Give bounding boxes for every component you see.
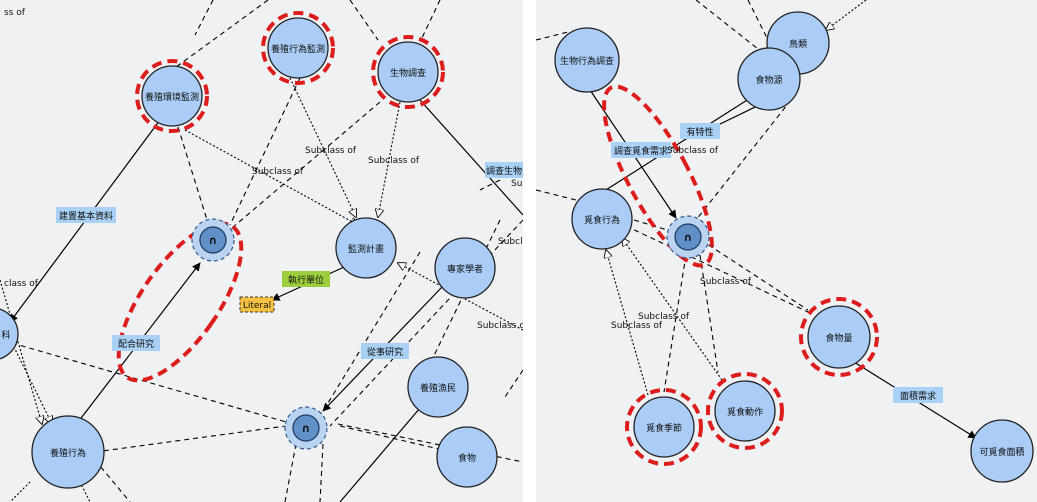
- right-subclass-labels: Subclass of Subclass of Subclass of Subc…: [611, 146, 752, 331]
- label-expert: 專家學者: [447, 263, 483, 275]
- class-node-feeding-action: [714, 380, 776, 442]
- highlight-food-amount: [799, 297, 879, 377]
- property-execution-unit: 執行單位: [288, 274, 324, 286]
- left-graph-panel[interactable]: ∩ ∩ 養殖環境監測 養殖行為監測 生物調查 監測計畫 專家學者 養殖漁民 養殖…: [0, 0, 523, 502]
- right-subclass-label-a: Subclass of: [667, 146, 719, 156]
- class-node-fish-farmer: [407, 356, 469, 418]
- subclass-label-b: Subclass of: [368, 156, 420, 166]
- label-feeding-action: 覓食動作: [727, 406, 763, 418]
- right-highlights: [602, 84, 879, 466]
- subclass-label-f: ss of: [4, 8, 26, 18]
- label-food-amount: 食物量: [825, 332, 852, 344]
- highlight-cooperative-research: [116, 221, 244, 383]
- class-node-food-amount: [807, 305, 871, 369]
- left-highlights: [116, 11, 445, 383]
- left-class-labels: 養殖環境監測 養殖行為監測 生物調查 監測計畫 專家學者 養殖漁民 養殖行為 食…: [1, 43, 483, 464]
- right-graph-canvas[interactable]: ∩ 生物行為調查 鳥類 食物源 覓食行為 食物量 覓食季節 覓食動作 可覓食面積…: [536, 0, 1037, 502]
- property-build-basic-data: 建置基本資料: [59, 210, 113, 222]
- class-node-bio-behavior-survey: [554, 27, 620, 93]
- intersection-node-lower: ∩: [284, 406, 328, 450]
- right-class-labels: 生物行為調查 鳥類 食物源 覓食行為 食物量 覓食季節 覓食動作 可覓食面積: [560, 38, 1025, 458]
- class-node-feeding-behavior: [571, 188, 633, 250]
- label-behavior-monitor: 養殖行為監測: [271, 43, 325, 55]
- property-cooperative-research: 配合研究: [118, 338, 154, 350]
- label-breeding-behavior: 養殖行為: [50, 447, 86, 459]
- property-area-demand: 面積需求: [900, 390, 936, 402]
- label-fish-farmer: 養殖漁民: [420, 382, 456, 394]
- label-env-monitor: 養殖環境監測: [145, 91, 199, 103]
- right-subclass-label-b: Subclass of: [700, 277, 752, 287]
- class-node-behavior-monitor: [267, 17, 329, 79]
- label-feedable-area: 可覓食面積: [979, 446, 1024, 458]
- right-class-nodes[interactable]: [554, 11, 1034, 483]
- highlight-survey-feeding-demand: [602, 84, 714, 268]
- class-node-breeding-behavior: [31, 415, 105, 489]
- left-subclass-labels: Subclass of Subclass of Subclass of ss o…: [4, 8, 523, 331]
- intersection-symbol-lower: ∩: [302, 422, 311, 435]
- label-food: 食物: [458, 452, 476, 464]
- class-node-feedable-area: [970, 419, 1034, 483]
- intersection-symbol-right: ∩: [684, 231, 693, 244]
- highlight-feeding-season: [625, 388, 703, 466]
- label-feeding-season: 覓食季節: [646, 422, 682, 434]
- class-node-env-monitor: [141, 65, 203, 127]
- left-graph-canvas[interactable]: ∩ ∩ 養殖環境監測 養殖行為監測 生物調查 監測計畫 專家學者 養殖漁民 養殖…: [0, 0, 523, 502]
- highlight-env-monitor: [135, 59, 209, 133]
- edge-farmer-to-bottom: [339, 407, 421, 502]
- edge-bio-survey-right: [419, 99, 523, 216]
- class-node-bio-survey: [377, 41, 439, 103]
- subclass-label-e: Subclass of: [477, 321, 523, 331]
- highlight-bio-survey: [371, 35, 445, 109]
- literal-label: Literal: [243, 301, 271, 311]
- highlight-behavior-monitor: [261, 11, 335, 85]
- left-class-nodes[interactable]: [0, 17, 498, 489]
- label-bio-survey: 生物調查: [390, 67, 426, 79]
- subclass-label-g: class of: [4, 279, 39, 289]
- right-intersection-node[interactable]: ∩: [666, 215, 710, 259]
- right-graph-panel[interactable]: ∩ 生物行為調查 鳥類 食物源 覓食行為 食物量 覓食季節 覓食動作 可覓食面積…: [536, 0, 1037, 502]
- class-node-monitor-plan: [335, 217, 397, 279]
- property-survey-feeding-demand: 調查覓食需求: [614, 145, 668, 157]
- subclass-label-c: Subclass of: [252, 167, 304, 177]
- class-node-expert: [434, 237, 496, 299]
- class-node-partial: [0, 308, 19, 360]
- label-monitor-plan: 監測計畫: [348, 243, 384, 255]
- label-bio-behavior-survey: 生物行為調查: [560, 55, 614, 67]
- left-intersection-nodes[interactable]: ∩ ∩: [191, 218, 328, 450]
- right-subclass-edges: [606, 0, 867, 396]
- label-birds: 鳥類: [789, 38, 807, 50]
- label-feeding-behavior: 覓食行為: [584, 214, 620, 226]
- subclass-label-h: Subclas: [498, 237, 523, 247]
- right-property-labels[interactable]: 有特性 調查覓食需求 面積需求: [611, 123, 943, 403]
- right-property-edges: [585, 83, 977, 439]
- right-subclass-label-c: Subclass of: [638, 312, 690, 322]
- class-node-food: [436, 426, 498, 488]
- property-survey-bio-fragment: Su: [511, 179, 522, 189]
- class-node-food-source: [737, 47, 801, 111]
- intersection-symbol-upper: ∩: [209, 234, 218, 247]
- label-food-source: 食物源: [755, 74, 782, 86]
- property-uniqueness: 有特性: [686, 126, 713, 138]
- left-subclass-edges: [0, 77, 523, 502]
- label-partial-node: 科: [1, 329, 10, 341]
- left-property-labels[interactable]: 建置基本資料 配合研究 執行單位 從事研究 調查生物量 Su: [56, 162, 523, 359]
- intersection-node-upper: ∩: [191, 218, 235, 262]
- left-dashed-edges: [11, 0, 523, 502]
- left-literal[interactable]: Literal: [239, 296, 275, 313]
- highlight-feeding-action: [706, 372, 784, 450]
- class-node-feeding-season: [633, 396, 695, 458]
- property-survey-bio: 調查生物量: [486, 165, 523, 177]
- property-engage-research: 從事研究: [367, 346, 403, 358]
- right-subclass-label-d: Subclass of: [611, 321, 663, 331]
- subclass-label-a: Subclass of: [305, 146, 357, 156]
